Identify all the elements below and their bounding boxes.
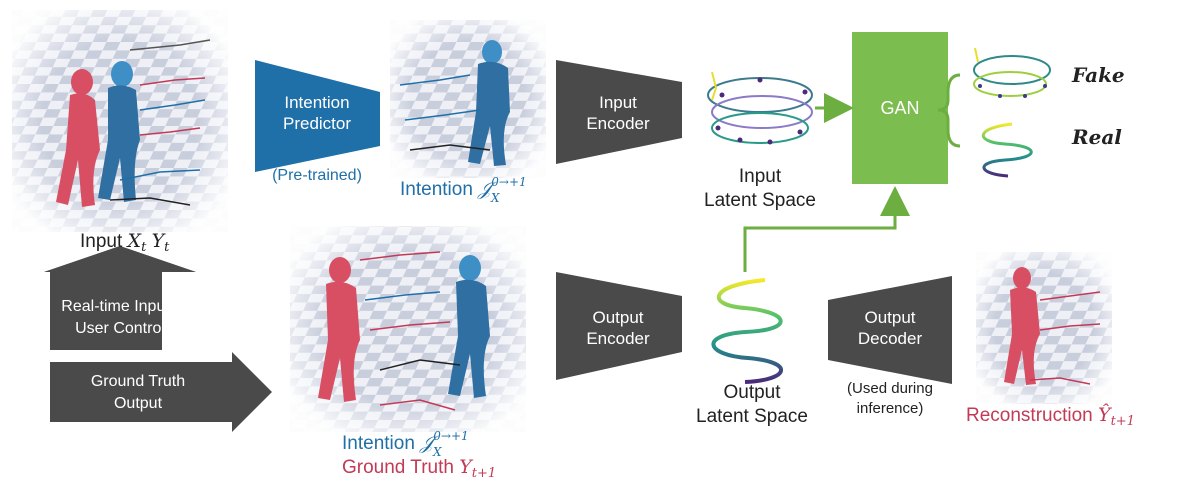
used-during-inference-note-line1: (Used during [847, 380, 933, 397]
input-caption-x: X [126, 230, 143, 252]
input-render-image [12, 10, 228, 232]
realtime-input-arrow: Real-time Input / User Control [44, 246, 196, 350]
output-latent-label-line1: Output [723, 382, 781, 403]
input-encoder-label-line2: Encoder [586, 114, 650, 133]
intention-bottom-prefix: Intention [342, 433, 420, 454]
intention-top-subscript: X [490, 191, 500, 205]
realtime-input-label-line2: User Control [75, 320, 165, 337]
real-label: Real [1071, 125, 1122, 149]
intention-top-caption: Intention 𝒥0→+1 [400, 175, 527, 200]
fake-label: Fake [1071, 63, 1125, 87]
ground-truth-subscript: t+1 [472, 466, 496, 481]
gan-block: GAN [852, 32, 948, 184]
output-encoder-block: Output Encoder [556, 272, 682, 380]
output-latent-space-plot [711, 278, 783, 384]
ground-truth-caption: Ground Truth Yt+1 [342, 456, 496, 481]
input-caption-prefix: Input [80, 231, 128, 252]
red-character-figure [56, 69, 100, 207]
input-caption-y: Y [152, 230, 167, 252]
output-latent-label-line2: Latent Space [696, 406, 808, 427]
used-during-inference-note-line2: inference) [857, 400, 924, 417]
gan-fake-plot [973, 47, 1051, 98]
realtime-input-label-line1: Real-time Input / [61, 298, 179, 315]
intention-bottom-superscript: 0→+1 [433, 429, 468, 443]
input-latent-label-line1: Input [739, 166, 782, 187]
ground-truth-symbol: Y [459, 456, 474, 478]
intention-top-prefix: Intention [400, 179, 478, 200]
reconstruction-symbol: Ŷ [1098, 403, 1113, 426]
intention-bottom-subscript: X [432, 445, 442, 459]
input-encoder-block: Input Encoder [556, 60, 682, 164]
trajectory-dots [109, 39, 211, 206]
intention-predictor-label-line1: Intention [284, 93, 349, 112]
ground-truth-output-arrow: Ground Truth Output [50, 352, 272, 432]
intention-top-superscript: 0→+1 [491, 175, 526, 189]
input-latent-space-plot [707, 71, 813, 145]
output-encoder-label-line1: Output [592, 308, 643, 327]
reconstruction-subscript: t+1 [1111, 414, 1135, 429]
input-encoder-label-line1: Input [599, 93, 637, 112]
ground-truth-prefix: Ground Truth [342, 457, 459, 478]
pre-trained-note: (Pre-trained) [272, 167, 362, 184]
reconstruction-caption: Reconstruction Ŷt+1 [966, 403, 1135, 429]
input-caption: Input Xt Yt [80, 230, 170, 255]
ground-truth-output-label-line1: Ground Truth [91, 373, 185, 390]
input-caption-y-sub: t [164, 240, 170, 255]
reconstruction-render-image [976, 252, 1112, 404]
output-decoder-block: Output Decoder [828, 276, 952, 384]
input-latent-label-line2: Latent Space [704, 190, 816, 211]
gan-real-plot [981, 122, 1033, 178]
output-decoder-label-line2: Decoder [858, 329, 923, 348]
ground-truth-output-label-line2: Output [114, 395, 163, 412]
output-encoder-label-line2: Encoder [586, 329, 650, 348]
reconstruction-prefix: Reconstruction [966, 405, 1098, 426]
input-caption-x-sub: t [141, 240, 147, 255]
intention-predictor-block: Intention Predictor [255, 60, 380, 172]
intention-bottom-caption: Intention 𝒥0→+1 [342, 429, 469, 454]
blue-character-figure [98, 61, 140, 202]
intention-predictor-label-line2: Predictor [283, 114, 351, 133]
gan-label: GAN [880, 98, 919, 118]
ground-truth-render-image [290, 226, 526, 432]
intention-top-render-image [390, 20, 546, 178]
output-latent-to-gan-arrow [743, 186, 910, 272]
gan-output-brace [937, 73, 961, 148]
output-decoder-label-line1: Output [864, 308, 915, 327]
